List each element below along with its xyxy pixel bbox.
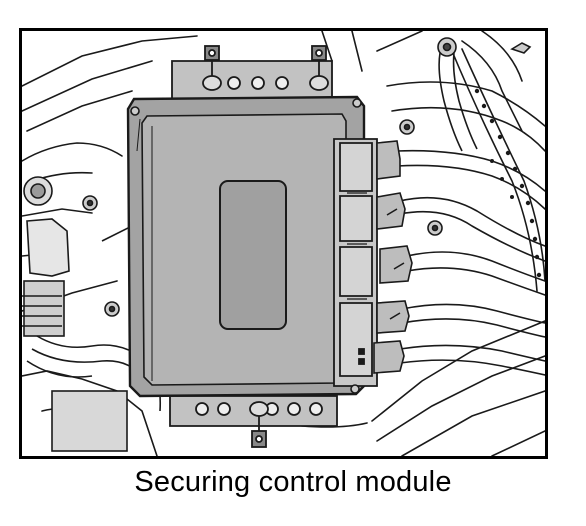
bolt-top-left [202, 45, 222, 91]
connector-plugs [373, 140, 413, 374]
bolt-bottom [249, 401, 269, 448]
control-module [126, 95, 366, 398]
top-mounting-bracket [171, 60, 333, 102]
bolt-top-right [309, 45, 329, 91]
background-fasteners [82, 98, 443, 394]
securing-bolts [202, 45, 329, 448]
illustration-frame [19, 28, 548, 459]
wiring-harness [396, 48, 545, 376]
module-connector-block [333, 138, 378, 387]
left-components [22, 176, 162, 452]
ground-cable [437, 37, 532, 152]
control-module-illustration [22, 31, 545, 456]
figure-caption: Securing control module [134, 466, 452, 498]
harness-tie-markings [474, 88, 542, 278]
